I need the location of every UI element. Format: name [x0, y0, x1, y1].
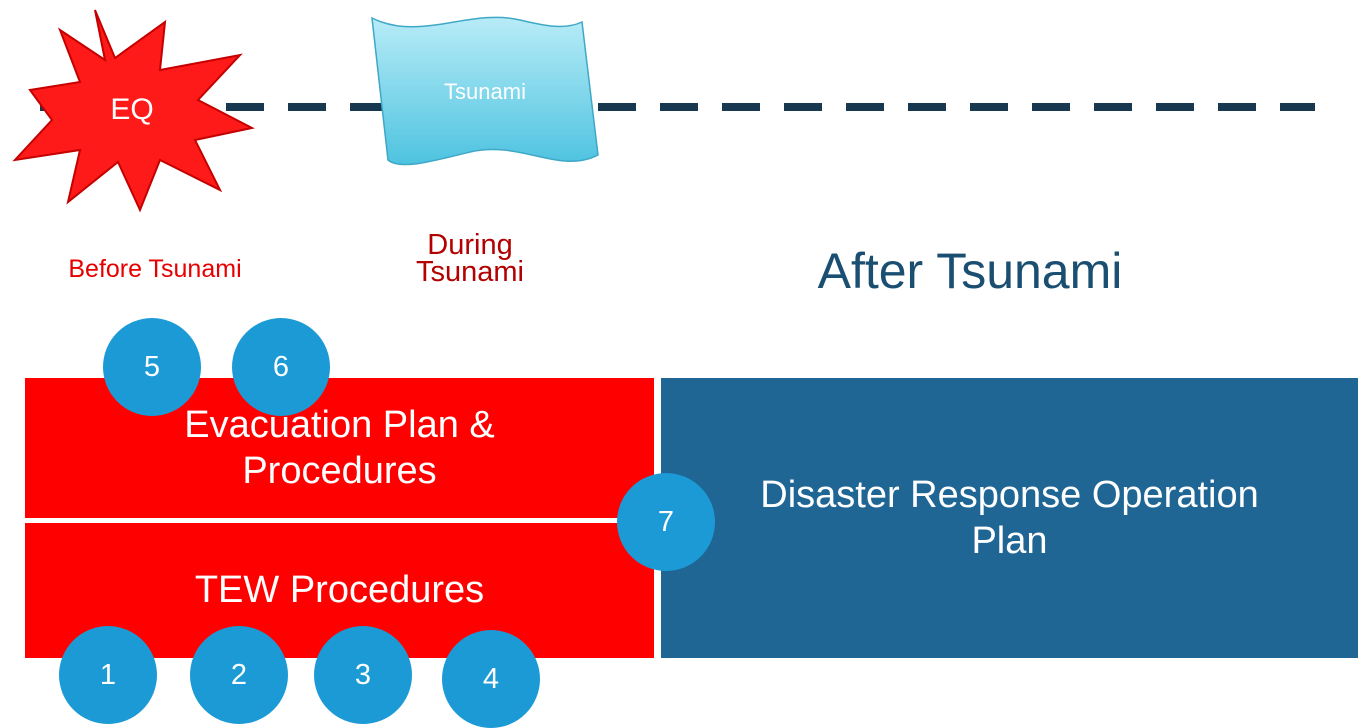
phase-before-tsunami: Before Tsunami — [68, 255, 242, 283]
timeline: EQ Tsunami — [12, 9, 1315, 213]
marker-1: 1 — [59, 626, 157, 724]
phase-during-line2: Tsunami — [416, 256, 524, 288]
marker-3: 3 — [314, 626, 412, 724]
marker-7: 7 — [617, 473, 715, 571]
phase-after-tsunami: After Tsunami — [817, 243, 1123, 299]
disaster-response-line1: Disaster Response Operation — [760, 474, 1259, 516]
phase-during-line1: During — [427, 229, 513, 261]
disaster-response-line2: Plan — [971, 520, 1048, 562]
tew-procedures-label: TEW Procedures — [194, 569, 485, 611]
evacuation-plan-line2: Procedures — [242, 450, 437, 492]
disaster-response-plan-box: Disaster Response Operation Plan — [661, 378, 1358, 658]
marker-4: 4 — [442, 630, 540, 728]
phase-during-tsunami: During Tsunami — [370, 229, 570, 288]
marker-2: 2 — [190, 626, 288, 724]
marker-6: 6 — [232, 318, 330, 416]
earthquake-burst-icon — [12, 9, 255, 213]
eq-label: EQ — [110, 93, 153, 126]
tsunami-wave-banner — [371, 16, 599, 166]
marker-5: 5 — [103, 318, 201, 416]
evacuation-plan-line1: Evacuation Plan & — [184, 404, 495, 446]
tsunami-wave-label: Tsunami — [444, 79, 526, 104]
